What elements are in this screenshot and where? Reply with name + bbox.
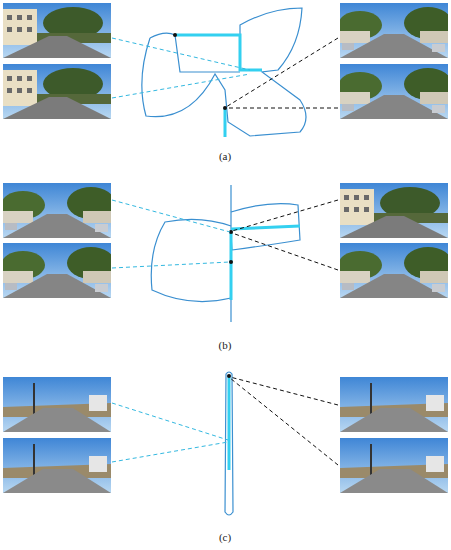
panel-a bbox=[3, 3, 451, 137]
panel-label: (c) bbox=[219, 531, 231, 543]
panel-label-text: (b) bbox=[219, 339, 232, 351]
panel-c bbox=[3, 372, 448, 515]
panel-label-text: (a) bbox=[219, 150, 231, 162]
panel-label: (b) bbox=[219, 339, 232, 351]
panel-label-text: (c) bbox=[219, 531, 231, 543]
panel-label: (a) bbox=[219, 150, 231, 162]
panel-b bbox=[1, 183, 451, 322]
